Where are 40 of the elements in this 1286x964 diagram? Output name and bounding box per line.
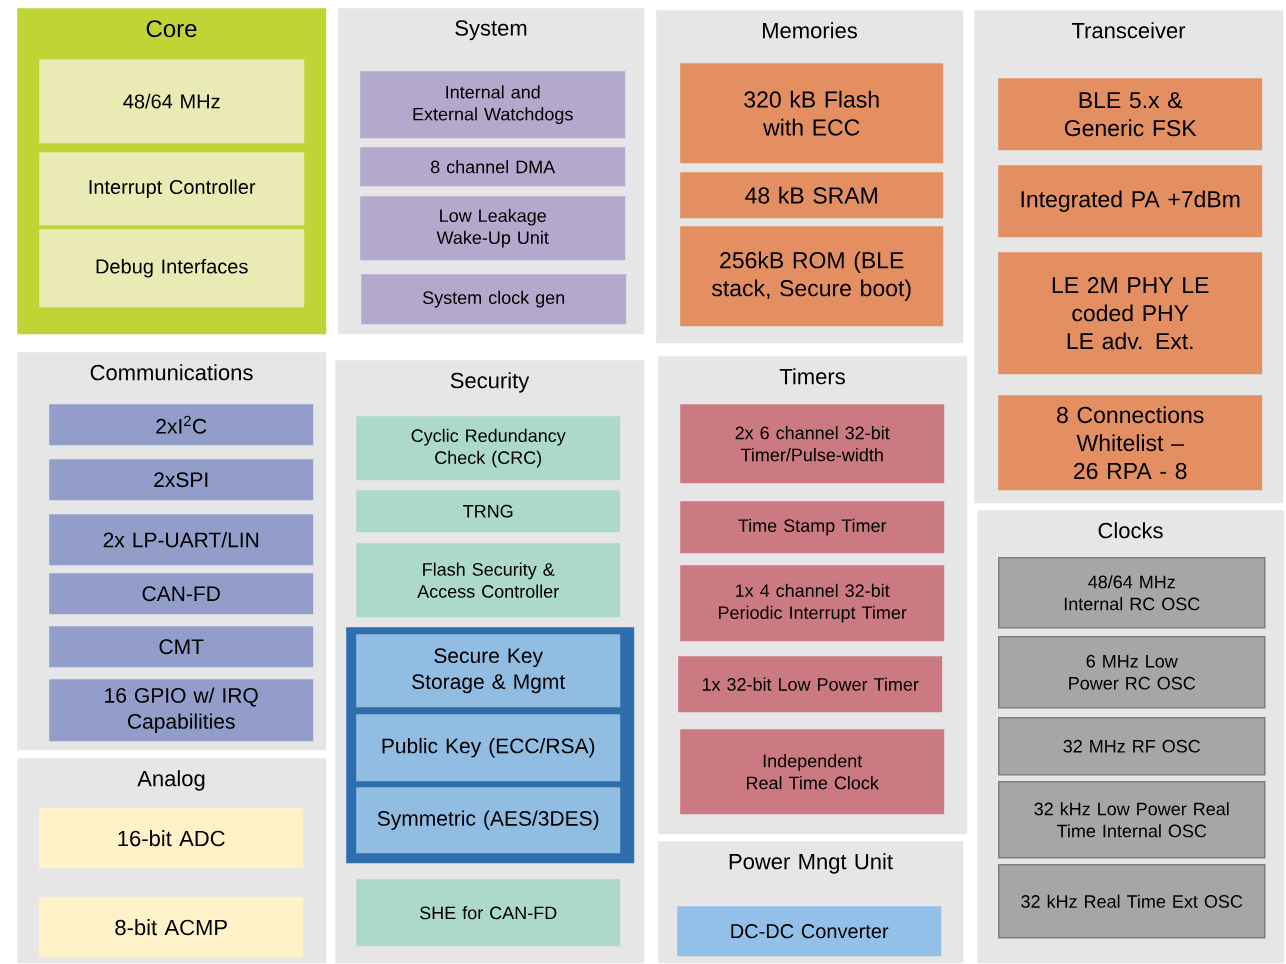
block-box: Interrupt Controller bbox=[39, 152, 305, 226]
block-box: 16-bit ADC bbox=[39, 808, 304, 869]
block-box: CMT bbox=[49, 626, 314, 668]
block-box: System clock gen bbox=[361, 274, 627, 325]
block-box: Integrated PA +7dBm bbox=[998, 165, 1263, 238]
block-box: 32 kHz Low Power Real Time Internal OSC bbox=[998, 781, 1266, 859]
block-box: 8 Connections Whitelist – 26 RPA - 8 bbox=[998, 395, 1263, 491]
block-box: DC-DC Converter bbox=[677, 906, 942, 957]
block-box: 48/64 MHz bbox=[39, 59, 305, 144]
block-box: Low Leakage Wake-Up Unit bbox=[360, 196, 626, 261]
block-box: 32 kHz Real Time Ext OSC bbox=[998, 864, 1266, 939]
block-box: BLE 5.x & Generic FSK bbox=[998, 78, 1263, 151]
block-box: 32 MHz RF OSC bbox=[998, 717, 1266, 776]
block-box: 2x LP-UART/LIN bbox=[49, 514, 314, 566]
block-box: Cyclic Redundancy Check (CRC) bbox=[356, 416, 621, 481]
block-box: 6 MHz Low Power RC OSC bbox=[998, 636, 1266, 709]
block-box: CAN-FD bbox=[49, 573, 314, 615]
block-box: 256kB ROM (BLE stack, Secure boot) bbox=[680, 226, 944, 327]
block-box: Debug Interfaces bbox=[39, 229, 305, 308]
block-box: Flash Security & Access Controller bbox=[356, 543, 621, 618]
block-box: Secure Key Storage & Mgmt bbox=[356, 634, 621, 708]
block-box: TRNG bbox=[356, 490, 621, 533]
block-box: SHE for CAN-FD bbox=[356, 879, 621, 947]
block-box: Internal and External Watchdogs bbox=[360, 71, 626, 139]
block-box: 16 GPIO w/ IRQ Capabilities bbox=[49, 679, 314, 742]
block-box: 320 kB Flash with ECC bbox=[680, 63, 944, 164]
block-box: 1x 32-bit Low Power Timer bbox=[678, 656, 943, 713]
block-box: 8 channel DMA bbox=[360, 147, 626, 187]
block-box: Public Key (ECC/RSA) bbox=[356, 714, 621, 782]
block-box: 48 kB SRAM bbox=[680, 172, 944, 219]
block-box: Independent Real Time Clock bbox=[680, 729, 945, 815]
block-box: 2x 6 channel 32-bit Timer/Pulse-width bbox=[680, 404, 945, 484]
block-box: LE 2M PHY LE coded PHY LE adv. Ext. bbox=[998, 252, 1263, 375]
block-box: Symmetric (AES/3DES) bbox=[356, 787, 621, 854]
block-box: 1x 4 channel 32-bit Periodic Interrupt Timer bbox=[680, 565, 945, 642]
block-box: 48/64 MHz Internal RC OSC bbox=[998, 557, 1266, 629]
block-box: 8-bit ACMP bbox=[39, 897, 304, 958]
block-box: 2xI$^{2}$C bbox=[49, 404, 314, 446]
block-box: 2xSPI bbox=[49, 459, 314, 501]
block-box: Time Stamp Timer bbox=[680, 501, 945, 554]
